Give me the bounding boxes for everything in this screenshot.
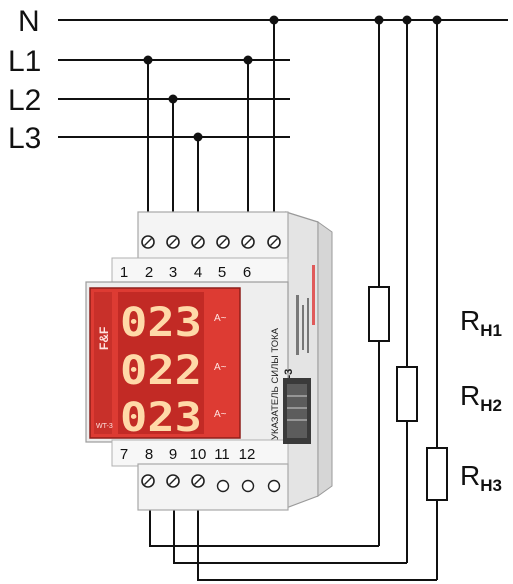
bottom-terminal-number-1: 8 [145,446,153,463]
top-screw-5 [241,235,255,249]
top-terminal-number-5: 6 [243,264,251,281]
reading-l1: 023 [120,300,202,346]
bottom-terminal-number-2: 9 [169,446,177,463]
label-l3: L3 [8,122,41,155]
side-panel: УКАЗАТЕЛЬ СИЛЫ ТОКА WT-3 [270,265,315,444]
top-terminal-number-3: 4 [194,264,202,281]
top-screw-1 [141,235,155,249]
resistor-rh2 [396,366,418,422]
bottom-screw-3 [191,474,205,488]
top-terminal-number-1: 2 [145,264,153,281]
input-wires [147,20,275,242]
bottom-terminal-hole-4 [216,479,230,493]
bottom-terminal-screws [141,474,281,493]
reading-l3: 023 [120,395,202,441]
top-terminal-screws [141,235,281,249]
label-l1: L1 [8,45,41,78]
load-label-3: RH3 [460,460,502,495]
load-wires [149,20,438,581]
load-label-1: RH1 [460,305,502,340]
bottom-terminal-hole-5 [241,479,255,493]
top-screw-6 [267,235,281,249]
top-screw-3 [191,235,205,249]
reading-l2: 022 [120,348,202,394]
brand-logo: F&F [97,327,111,350]
resistors [368,286,448,501]
resistor-rh1 [368,286,390,342]
display-panel [89,287,241,439]
unit-l3: A~ [214,409,227,420]
top-terminal-number-2: 3 [169,264,177,281]
load-label-2: RH2 [460,380,502,415]
label-n: N [18,5,40,38]
unit-l1: A~ [214,313,227,324]
top-terminal-number-0: 1 [120,264,128,281]
bottom-screw-2 [166,474,180,488]
bottom-terminal-number-0: 7 [120,446,128,463]
bottom-terminal-hole-6 [267,479,281,493]
supply-lines [58,19,508,138]
unit-l2: A~ [214,362,227,373]
bottom-terminal-number-3: 10 [190,446,207,463]
bottom-terminal-number-4: 11 [214,446,230,463]
resistor-rh3 [426,447,448,501]
bottom-screw-1 [141,474,155,488]
top-screw-4 [216,235,230,249]
top-terminal-number-4: 5 [218,264,226,281]
display-model: WT-3 [96,423,113,430]
label-l2: L2 [8,84,41,117]
junction-dots [143,15,442,142]
bottom-terminal-number-5: 12 [239,446,256,463]
side-label-title: УКАЗАТЕЛЬ СИЛЫ ТОКА [270,327,281,440]
top-screw-2 [166,235,180,249]
